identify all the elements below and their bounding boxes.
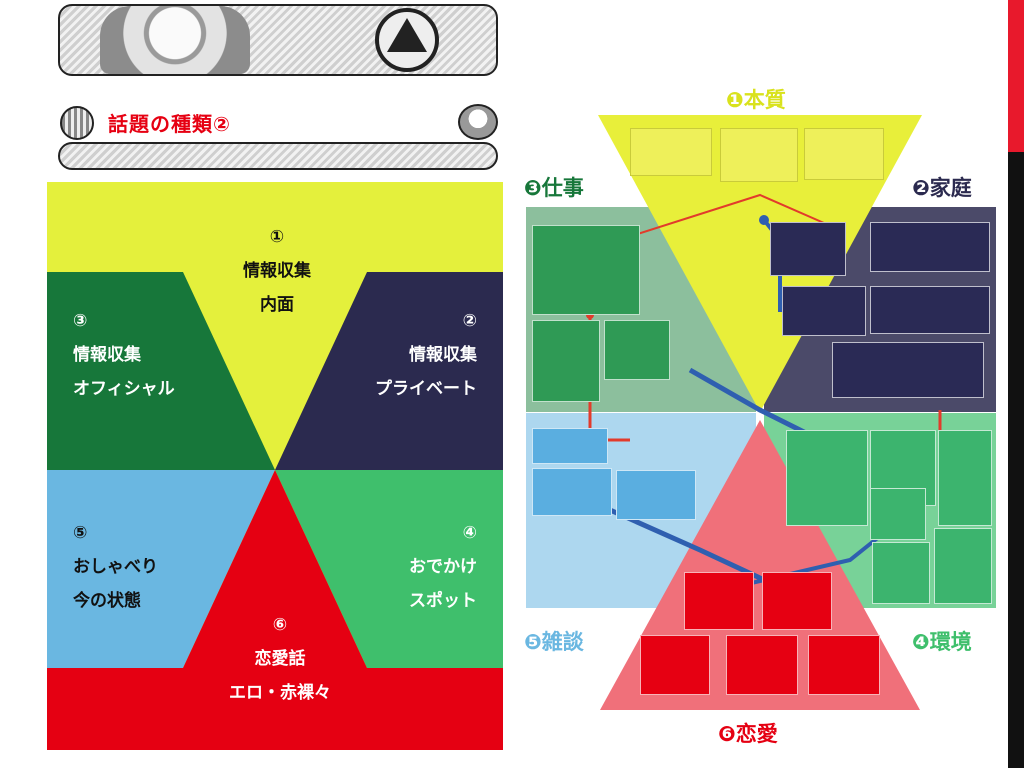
segment-3-label: ③ 情報収集 オフィシャル [73, 304, 233, 406]
home-tag-4 [870, 286, 990, 334]
segment-6-shape [47, 470, 503, 750]
category-home-text: ❷家庭 [912, 176, 972, 200]
chat-tag-3 [616, 470, 696, 520]
segment-2-number: ② [462, 311, 477, 331]
category-love-text: ❻恋愛 [718, 722, 778, 746]
segment-6-label: ⑥ 恋愛話 エロ・赤裸々 [225, 608, 335, 710]
slide-edge-accent [1008, 0, 1024, 152]
chat-tag-1 [532, 428, 608, 464]
environment-tag-5 [872, 542, 930, 604]
segment-2-line-2: プライベート [375, 379, 477, 399]
environment-tag-4 [870, 488, 926, 540]
segment-4-number: ④ [462, 523, 477, 543]
segment-1-line-1: 情報収集 [243, 261, 311, 281]
essence-tag-2 [720, 128, 798, 182]
segment-5-shape [47, 470, 275, 668]
segment-4-line-2: スポット [409, 591, 477, 611]
segment-6-line-1: 恋愛話 [254, 649, 306, 669]
environment-tag-6 [934, 528, 992, 604]
love-tag-3 [640, 635, 710, 695]
slide-edge-bar [1008, 0, 1024, 768]
segment-3-line-1: 情報収集 [73, 345, 141, 365]
work-tag-2 [532, 320, 600, 402]
segment-1-label: ① 情報収集 内面 [237, 220, 317, 322]
segment-2-label: ② 情報収集 プライベート [317, 304, 477, 406]
category-label-environment: ❹環境 [912, 626, 972, 656]
connector-blue-1 [688, 367, 812, 438]
category-environment-text: ❹環境 [912, 630, 972, 654]
segment-2-line-1: 情報収集 [409, 345, 477, 365]
left-medallion-icon [60, 106, 94, 140]
category-chat-text: ❺雑談 [524, 630, 584, 654]
essence-tag-1 [630, 128, 712, 176]
segment-1-line-2: 内面 [260, 295, 294, 315]
home-tag-3 [782, 286, 866, 336]
category-label-love: ❻恋愛 [718, 718, 778, 748]
work-tag-3 [604, 320, 670, 380]
segment-5-label: ⑤ おしゃべり 今の状態 [73, 516, 233, 618]
segment-4-shape [275, 470, 503, 668]
segment-3-number: ③ [73, 311, 88, 331]
segment-3-shape [47, 272, 275, 470]
essence-tag-3 [804, 128, 884, 180]
category-work-text: ❸仕事 [524, 176, 584, 200]
category-essence-text: ❶本質 [726, 88, 786, 112]
category-label-home: ❷家庭 [912, 172, 972, 202]
art-nouveau-figure-illustration [100, 6, 250, 74]
love-tag-1 [684, 572, 754, 630]
triangle-ornament-icon [387, 18, 427, 52]
love-tag-2 [762, 572, 832, 630]
segment-6-number: ⑥ [272, 615, 288, 635]
love-tag-4 [726, 635, 798, 695]
home-tag-5 [832, 342, 984, 398]
environment-tag-1 [786, 430, 868, 526]
segment-2-shape [275, 272, 503, 470]
segment-3-line-2: オフィシャル [73, 379, 175, 399]
topic-hexagram-diagram: ① 情報収集 内面 ② 情報収集 プライベート ③ 情報収集 オフィシャル ④ … [47, 182, 503, 750]
segment-5-number: ⑤ [73, 523, 88, 543]
love-tag-5 [808, 635, 880, 695]
hexagram-shapes [47, 182, 503, 750]
connector-node-1 [759, 215, 769, 225]
triangle-essence [598, 115, 922, 412]
category-label-work: ❸仕事 [524, 172, 584, 202]
chat-tag-2 [532, 468, 612, 516]
environment-tag-3 [938, 430, 992, 526]
right-medallion-icon [458, 104, 498, 140]
decorative-footer-frame [58, 142, 498, 170]
segment-6-line-2: エロ・赤裸々 [229, 683, 331, 703]
segment-4-line-1: おでかけ [409, 557, 477, 577]
slide-title: 話題の種類② [108, 112, 231, 136]
detailed-topic-map: ❶本質 ❷家庭 ❸仕事 ❹環境 ❺雑談 ❻恋愛 [520, 80, 1000, 760]
category-label-chat: ❺雑談 [524, 626, 584, 656]
work-tag-1 [532, 225, 640, 315]
segment-1-number: ① [269, 227, 285, 247]
segment-4-label: ④ おでかけ スポット [317, 516, 477, 618]
category-label-essence: ❶本質 [726, 84, 786, 114]
home-tag-1 [770, 222, 846, 276]
segment-5-line-2: 今の状態 [73, 591, 141, 611]
home-tag-2 [870, 222, 990, 272]
segment-5-line-1: おしゃべり [73, 557, 158, 577]
